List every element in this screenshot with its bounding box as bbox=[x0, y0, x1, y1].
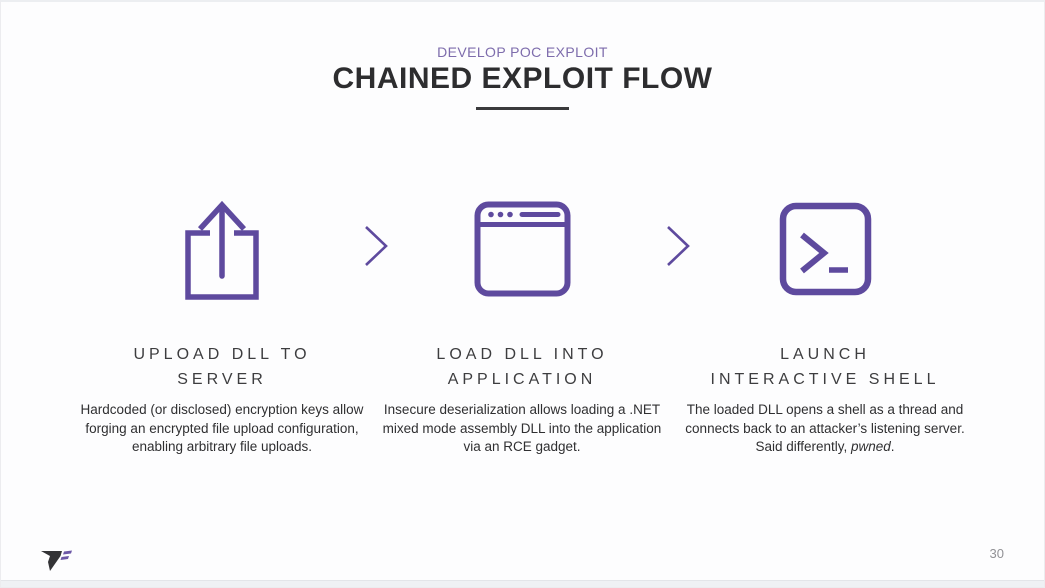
chevron-right-icon bbox=[363, 225, 389, 272]
browser-window-icon bbox=[376, 194, 668, 304]
step-launch-shell: LAUNCH INTERACTIVE SHELL The loaded DLL … bbox=[679, 194, 971, 457]
step-heading-line1: UPLOAD DLL TO bbox=[133, 346, 311, 363]
step-description-italic: pwned bbox=[851, 439, 891, 454]
step-heading: LOAD DLL INTO APPLICATION bbox=[376, 342, 668, 392]
upload-icon bbox=[76, 194, 368, 304]
step-heading-line2: SERVER bbox=[177, 371, 267, 388]
step-heading-line1: LAUNCH bbox=[780, 346, 870, 363]
step-description: Insecure deserialization allows loading … bbox=[382, 402, 662, 454]
step-description: The loaded DLL opens a shell as a thread… bbox=[679, 401, 971, 457]
brand-logo bbox=[38, 547, 72, 577]
page-title: CHAINED EXPLOIT FLOW bbox=[332, 62, 713, 95]
step-load-dll: LOAD DLL INTO APPLICATION Insecure deser… bbox=[376, 194, 668, 457]
step-description-period: . bbox=[890, 439, 895, 454]
terminal-icon bbox=[679, 194, 971, 304]
step-heading: UPLOAD DLL TO SERVER bbox=[76, 342, 368, 392]
step-upload-dll: UPLOAD DLL TO SERVER Hardcoded (or discl… bbox=[76, 194, 368, 457]
step-description: Hardcoded (or disclosed) encryption keys… bbox=[80, 402, 364, 454]
step-description-text: The loaded DLL opens a shell as a thread… bbox=[685, 402, 965, 454]
slide-header: DEVELOP POC EXPLOIT CHAINED EXPLOIT FLOW bbox=[1, 44, 1044, 110]
step-heading-line2: APPLICATION bbox=[447, 371, 597, 388]
step-heading-line1: LOAD DLL INTO bbox=[436, 346, 608, 363]
kicker-text: DEVELOP POC EXPLOIT bbox=[437, 44, 608, 60]
step-heading: LAUNCH INTERACTIVE SHELL bbox=[679, 342, 971, 392]
viewer-bottom-edge bbox=[1, 580, 1044, 587]
title-underline bbox=[476, 107, 569, 110]
page-number: 30 bbox=[989, 546, 1004, 561]
chevron-right-icon bbox=[665, 225, 691, 272]
step-heading-line2: INTERACTIVE SHELL bbox=[710, 371, 940, 388]
